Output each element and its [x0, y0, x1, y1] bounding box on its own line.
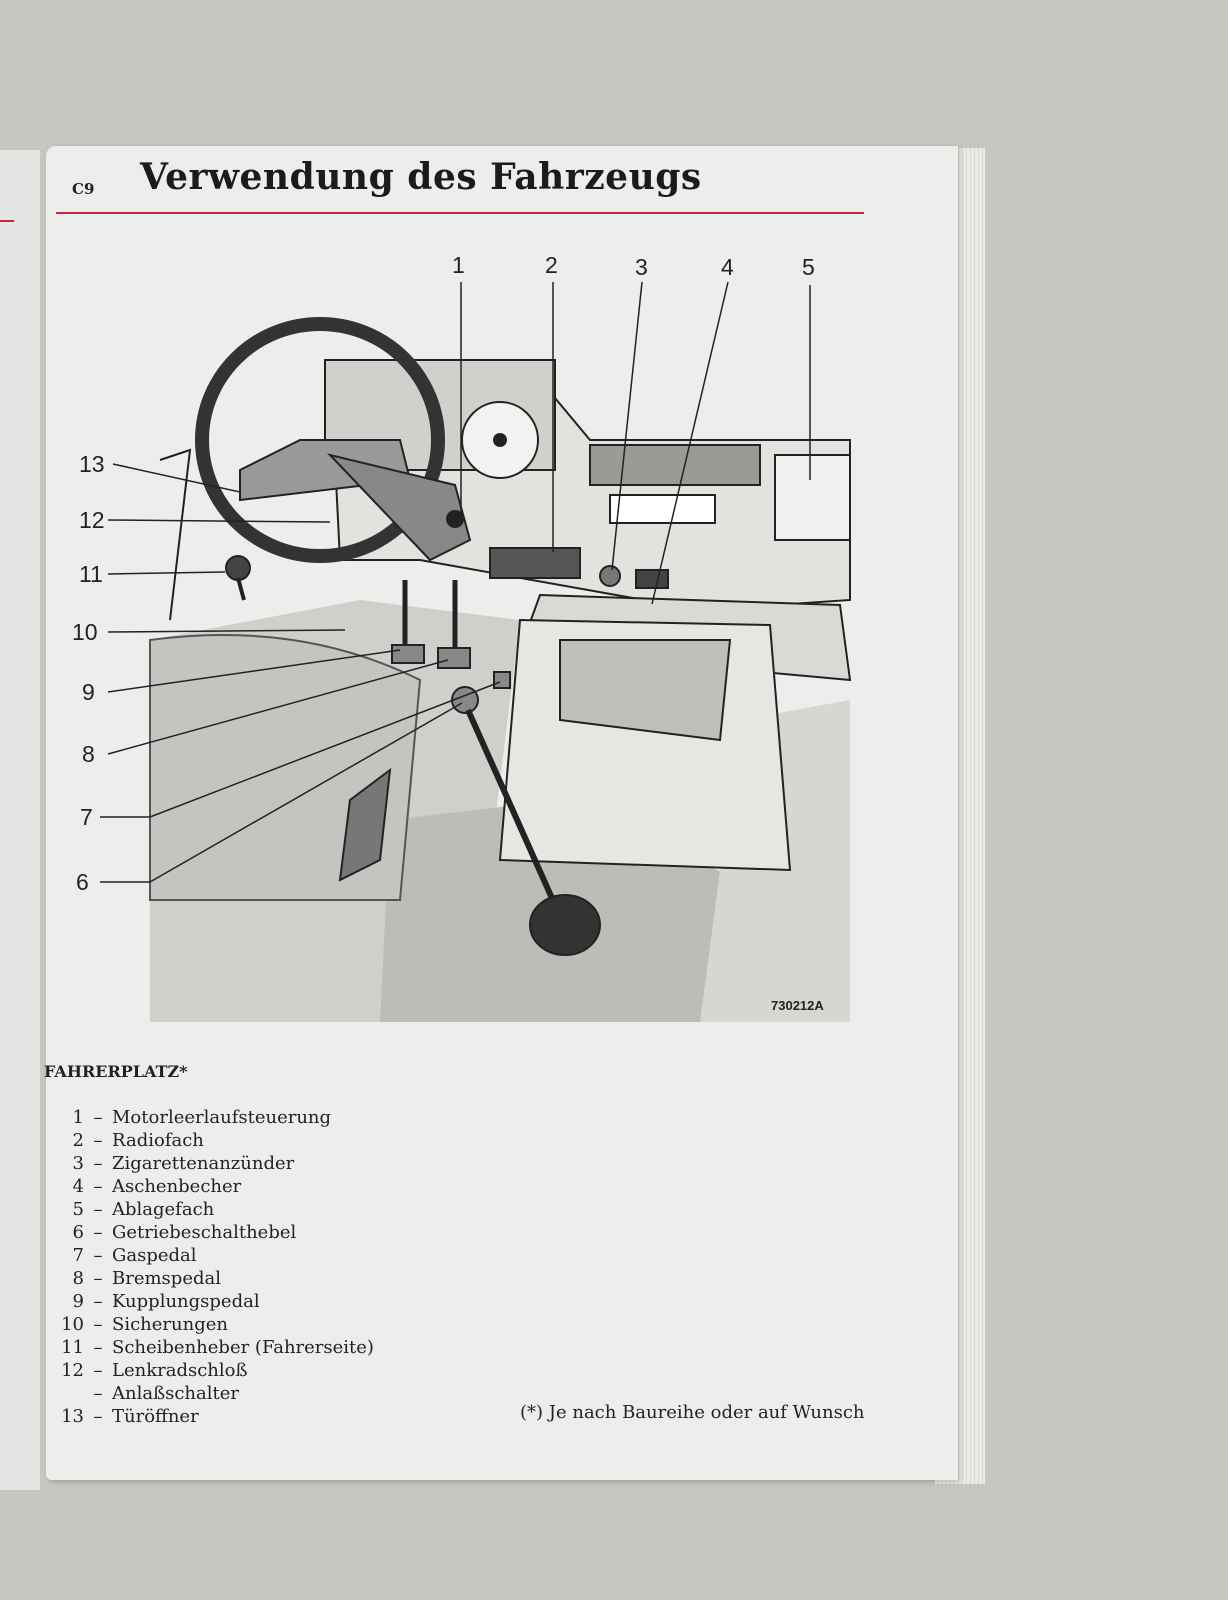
driver-area-illustration: [100, 281, 852, 1022]
callout-6: 6: [76, 869, 89, 895]
callout-1: 1: [452, 252, 465, 278]
legend-label: Motorleerlaufsteuerung: [112, 1107, 332, 1128]
callout-13: 13: [79, 451, 105, 477]
legend-item: 6–Getriebeschalthebel: [34, 1221, 374, 1244]
legend-label: Scheibenheber (Fahrerseite): [112, 1337, 374, 1358]
facing-page-rule: [0, 220, 14, 222]
legend-dash: –: [93, 1222, 103, 1243]
legend-dash: –: [93, 1245, 103, 1266]
legend-number: 10: [61, 1314, 84, 1335]
legend-label: Radiofach: [112, 1130, 204, 1151]
legend-number: 7: [72, 1245, 84, 1266]
legend-label: Lenkradschloß: [112, 1360, 248, 1381]
legend-number: 13: [61, 1406, 84, 1427]
legend-label: Zigarettenanzünder: [112, 1153, 295, 1174]
legend-label: Türöffner: [112, 1406, 199, 1427]
legend-dash: –: [93, 1314, 103, 1335]
legend-item: 12–Lenkradschloß: [34, 1359, 374, 1382]
legend-label: Sicherungen: [112, 1314, 228, 1335]
legend-label: Ablagefach: [112, 1199, 215, 1220]
callout-7: 7: [80, 804, 93, 830]
figure-code: 730212A: [771, 998, 824, 1013]
legend-item: 10–Sicherungen: [34, 1313, 374, 1336]
legend-dash: –: [93, 1406, 103, 1427]
legend-number: 3: [72, 1153, 84, 1174]
facing-page-edge: [0, 150, 40, 1490]
legend-label: Gaspedal: [112, 1245, 197, 1266]
callout-9: 9: [82, 679, 95, 705]
footnote: (*) Je nach Baureihe oder auf Wunsch: [520, 1402, 865, 1423]
legend-number: 12: [61, 1360, 84, 1381]
section-heading: FAHRERPLATZ*: [44, 1062, 188, 1081]
legend-dash: –: [93, 1107, 103, 1128]
callout-5: 5: [802, 254, 815, 280]
legend-label: Getriebeschalthebel: [112, 1222, 297, 1243]
legend-number: 4: [72, 1176, 84, 1197]
legend-dash: –: [93, 1130, 103, 1151]
legend-dash: –: [93, 1383, 103, 1404]
callout-2: 2: [545, 252, 558, 278]
legend-label: Bremspedal: [112, 1268, 221, 1289]
legend-number: [34, 1382, 84, 1405]
legend-dash: –: [93, 1153, 103, 1174]
legend-dash: –: [93, 1360, 103, 1381]
legend-number: 5: [72, 1199, 84, 1220]
legend-item: 9–Kupplungspedal: [34, 1290, 374, 1313]
callout-4: 4: [721, 254, 734, 280]
manual-page: C9 Verwendung des Fahrzeugs: [44, 146, 958, 1480]
callout-8: 8: [82, 741, 95, 767]
legend-label: Aschenbecher: [112, 1176, 242, 1197]
title-rule: [56, 212, 864, 214]
page-number: C9: [72, 180, 95, 198]
legend-item: 4–Aschenbecher: [34, 1175, 374, 1198]
page-title: Verwendung des Fahrzeugs: [140, 156, 702, 198]
legend-label: Kupplungspedal: [112, 1291, 260, 1312]
legend-label: Anlaßschalter: [112, 1383, 239, 1404]
callout-11: 11: [79, 561, 103, 587]
legend-item: 11–Scheibenheber (Fahrerseite): [34, 1336, 374, 1359]
callout-3: 3: [635, 254, 648, 280]
legend-dash: –: [93, 1268, 103, 1289]
callout-10: 10: [72, 619, 98, 645]
legend-item: –Anlaßschalter: [34, 1382, 374, 1405]
legend-number: 1: [72, 1107, 84, 1128]
legend-item: 1–Motorleerlaufsteuerung: [34, 1106, 374, 1129]
legend-item: 2–Radiofach: [34, 1129, 374, 1152]
legend-number: 11: [61, 1337, 84, 1358]
legend-item: 5–Ablagefach: [34, 1198, 374, 1221]
legend-item: 7–Gaspedal: [34, 1244, 374, 1267]
legend-item: 13–Türöffner: [34, 1405, 374, 1428]
legend-number: 6: [72, 1222, 84, 1243]
legend-item: 8–Bremspedal: [34, 1267, 374, 1290]
legend-item: 3–Zigarettenanzünder: [34, 1152, 374, 1175]
legend-number: 9: [72, 1291, 84, 1312]
legend-number: 2: [72, 1130, 84, 1151]
legend-number: 8: [72, 1268, 84, 1289]
legend-dash: –: [93, 1291, 103, 1312]
legend-dash: –: [93, 1176, 103, 1197]
legend-dash: –: [93, 1199, 103, 1220]
legend-dash: –: [93, 1337, 103, 1358]
callout-12: 12: [79, 507, 105, 533]
